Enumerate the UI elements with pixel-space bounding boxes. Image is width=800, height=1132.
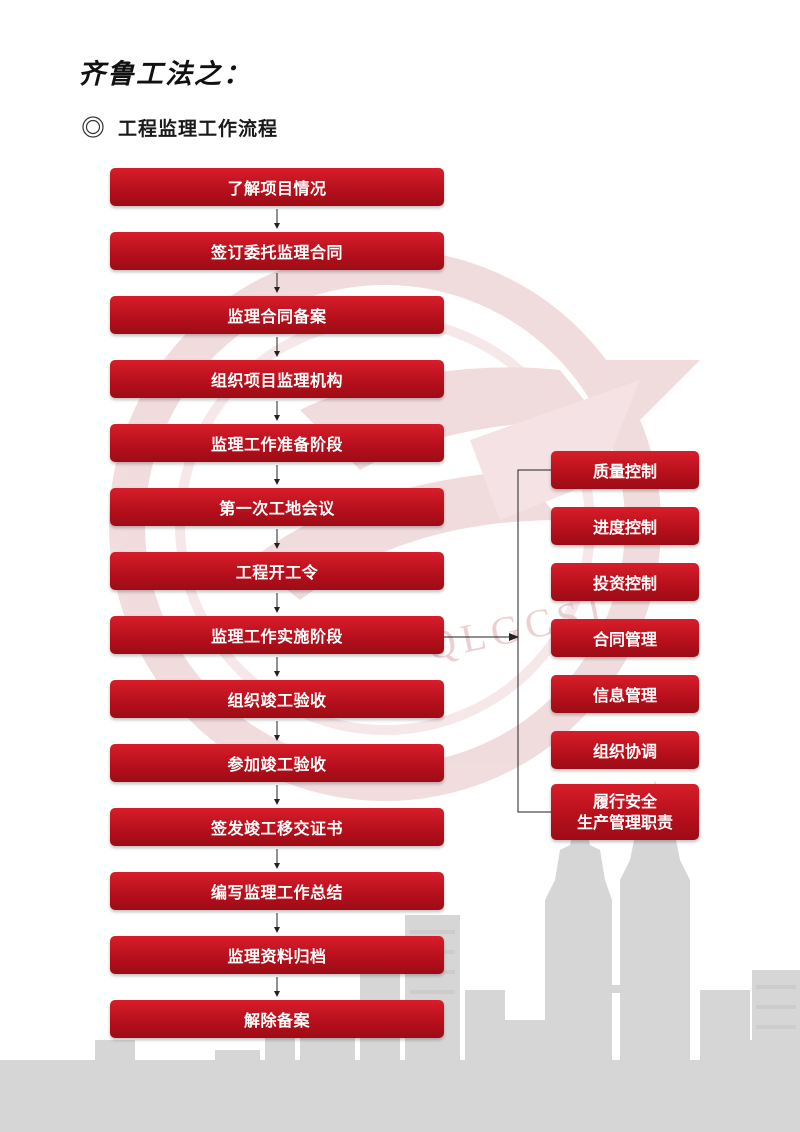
control-item: 质量控制 bbox=[551, 451, 699, 489]
flow-step: 组织项目监理机构 bbox=[110, 360, 444, 398]
safety-item-line1: 履行安全 bbox=[592, 792, 657, 811]
section-heading: 工程监理工作流程 bbox=[82, 112, 278, 142]
flow-step: 组织竣工验收 bbox=[110, 680, 444, 718]
control-item: 进度控制 bbox=[551, 507, 699, 545]
section-title: 工程监理工作流程 bbox=[118, 117, 279, 140]
brand-title: 齐鲁工法之： bbox=[78, 59, 252, 90]
flow-step: 编写监理工作总结 bbox=[110, 872, 444, 910]
flow-step: 监理工作实施阶段 bbox=[110, 616, 444, 654]
control-item: 合同管理 bbox=[551, 619, 699, 657]
flow-step: 监理合同备案 bbox=[110, 296, 444, 334]
control-item: 信息管理 bbox=[551, 675, 699, 713]
flow-step: 工程开工令 bbox=[110, 552, 444, 590]
flow-step: 签订委托监理合同 bbox=[110, 232, 444, 270]
flow-step: 参加竣工验收 bbox=[110, 744, 444, 782]
flow-step: 第一次工地会议 bbox=[110, 488, 444, 526]
control-item: 投资控制 bbox=[551, 563, 699, 601]
control-item: 组织协调 bbox=[551, 731, 699, 769]
flow-step: 监理工作准备阶段 bbox=[110, 424, 444, 462]
double-circle-icon bbox=[82, 116, 104, 138]
flow-step: 监理资料归档 bbox=[110, 936, 444, 974]
flow-step: 了解项目情况 bbox=[110, 168, 444, 206]
flow-step: 签发竣工移交证书 bbox=[110, 808, 444, 846]
safety-item-line2: 生产管理职责 bbox=[576, 813, 673, 832]
safety-item: 履行安全 生产管理职责 bbox=[551, 784, 699, 840]
flow-step: 解除备案 bbox=[110, 1000, 444, 1038]
